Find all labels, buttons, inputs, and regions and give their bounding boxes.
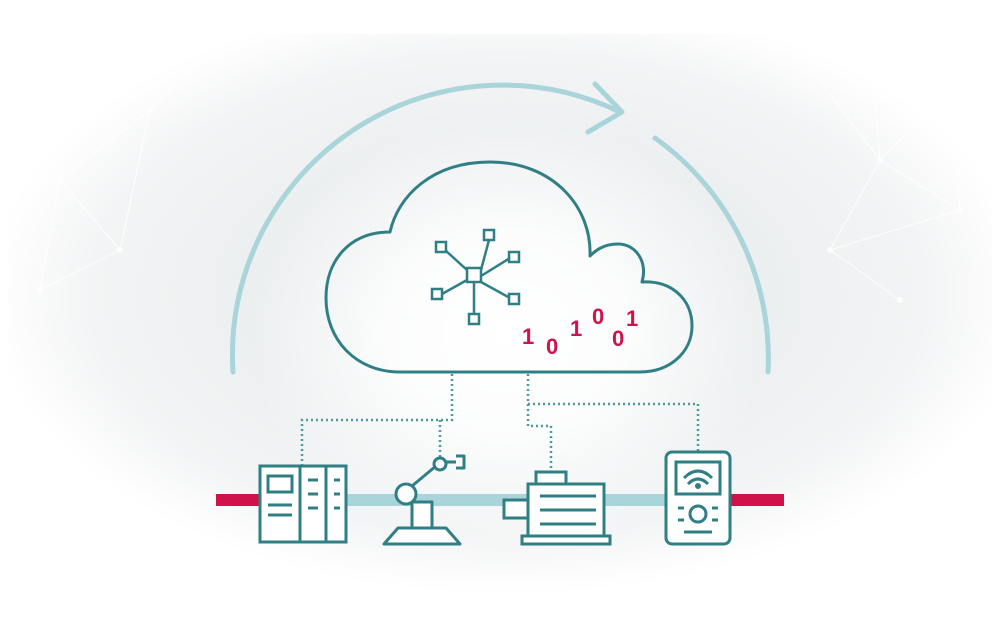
conveyor-left-segment xyxy=(216,494,262,506)
binary-digit: 1 xyxy=(626,306,638,331)
cloud-outline xyxy=(324,160,694,374)
network-mesh-left xyxy=(17,57,203,293)
network-hub-icon xyxy=(430,228,521,326)
wireless-device-icon xyxy=(664,450,732,546)
dotted-connectors xyxy=(300,374,700,472)
conveyor-right-segment xyxy=(722,494,784,506)
binary-digit: 0 xyxy=(612,326,624,351)
network-mesh-right xyxy=(797,37,963,303)
plc-controller-icon xyxy=(258,464,348,544)
binary-digit: 0 xyxy=(592,304,604,329)
binary-digit: 1 xyxy=(570,316,582,341)
binary-digit: 0 xyxy=(546,334,558,359)
cycle-arc-end xyxy=(652,135,771,375)
electric-motor-icon xyxy=(502,470,612,546)
binary-digit: 1 xyxy=(522,324,534,349)
conveyor-middle-segment xyxy=(262,494,722,506)
robot-arm-icon xyxy=(382,454,466,546)
cycle-arrow-head xyxy=(585,81,625,135)
cycle-arrow-arc xyxy=(229,82,623,375)
binary-digits: 1 0 1 0 0 1 xyxy=(522,304,638,359)
